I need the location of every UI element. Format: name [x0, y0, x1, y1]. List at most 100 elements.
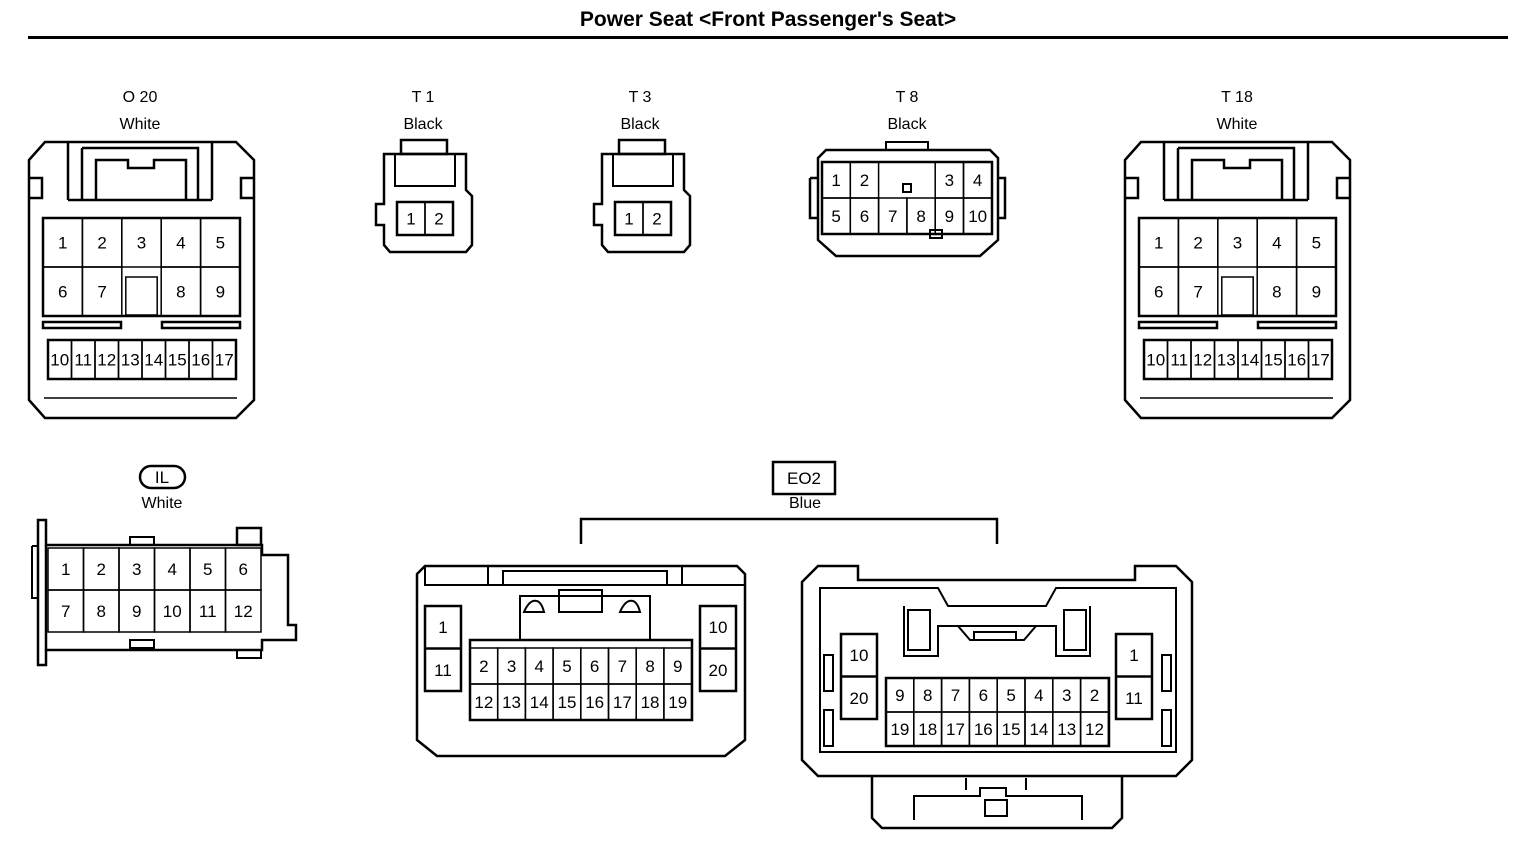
o20-pin-7-label: 7 — [97, 283, 106, 302]
eo2-l-pin-9-label: 9 — [673, 657, 682, 676]
eo2-l-pin-13-label: 13 — [502, 693, 521, 712]
t1-pin-2-label: 2 — [434, 210, 443, 229]
eo2-r-pin-10-label: 10 — [850, 646, 869, 665]
il-pin-2-label: 2 — [97, 560, 106, 579]
eo2-l-pin-20-cavity — [699, 648, 737, 692]
eo2-l-pin-14-label: 14 — [530, 693, 549, 712]
o20-pin-17-label: 17 — [215, 351, 234, 370]
eo2-r-pin-8-label: 8 — [923, 686, 932, 705]
o20-color-label: White — [119, 116, 161, 133]
t8-pin-5-label: 5 — [831, 207, 840, 226]
eo2-r-pin-15-label: 15 — [1002, 720, 1021, 739]
t8-pin-6-label: 6 — [860, 207, 869, 226]
t18-pin-9-cavity — [1295, 266, 1337, 317]
eo2-id-label: EO2 — [787, 469, 821, 488]
t1-pin-2-cavity — [424, 201, 454, 236]
o20-pin-16-label: 16 — [191, 351, 210, 370]
eo2-r-pin-12-cavity — [1079, 711, 1110, 747]
t18-pin-10-label: 10 — [1146, 351, 1165, 370]
il-pin-6-label: 6 — [239, 560, 248, 579]
t18-pin-12-label: 12 — [1193, 351, 1212, 370]
connector-o20 — [27, 140, 256, 420]
eo2-l-pin-17-label: 17 — [613, 693, 632, 712]
t3-pin-2-cavity — [642, 201, 672, 236]
eo2-color-label: Blue — [788, 495, 822, 512]
il-pin-12-label: 12 — [234, 602, 253, 621]
t18-pin-7-label: 7 — [1193, 283, 1202, 302]
eo2-l-pin-3-label: 3 — [507, 657, 516, 676]
t18-pin-17-cavity — [1307, 339, 1333, 380]
eo2-l-pin-4-label: 4 — [535, 657, 544, 676]
o20-pin-15-label: 15 — [168, 351, 187, 370]
t18-pin-11-label: 11 — [1170, 351, 1188, 370]
t8-pin-10-cavity — [962, 197, 993, 235]
o20-pin-8-label: 8 — [176, 283, 185, 302]
t8-pin-2-label: 2 — [860, 171, 869, 190]
o20-pin-2-label: 2 — [97, 234, 106, 253]
eo2-bracket — [579, 517, 999, 544]
eo2-r-pin-18-label: 18 — [918, 720, 937, 739]
il-pin-9-label: 9 — [132, 602, 141, 621]
t1-color-label: Black — [403, 116, 443, 133]
t3-pin-1-label: 1 — [624, 210, 633, 229]
t18-pin-7-cavity — [1177, 266, 1219, 317]
eo2-id-box — [771, 460, 837, 496]
o20-pin-4-label: 4 — [176, 234, 185, 253]
o20-pin-5-label: 5 — [216, 234, 225, 253]
t8-pin-10-label: 10 — [968, 207, 987, 226]
t3-id-label: T 3 — [628, 89, 652, 106]
t18-pin-9-label: 9 — [1312, 283, 1321, 302]
o20-pin-1-label: 1 — [58, 234, 67, 253]
eo2-r-pin-13-label: 13 — [1057, 720, 1076, 739]
eo2-r-pin-3-label: 3 — [1062, 686, 1071, 705]
eo2-l-pin-10-cavity — [699, 605, 737, 649]
eo2-r-pin-14-label: 14 — [1029, 720, 1048, 739]
t18-pin-6-label: 6 — [1154, 283, 1163, 302]
eo2-r-pin-11-label: 11 — [1125, 689, 1143, 708]
t3-color-label: Black — [620, 116, 660, 133]
eo2-l-pin-7-label: 7 — [618, 657, 627, 676]
eo2-l-pin-18-label: 18 — [641, 693, 660, 712]
eo2-r-pin-19-label: 19 — [890, 720, 909, 739]
t8-pin-1-label: 1 — [831, 171, 840, 190]
t18-pin-5-label: 5 — [1312, 234, 1321, 253]
t8-pin-7-label: 7 — [888, 207, 897, 226]
t8-color-label: Black — [887, 116, 927, 133]
eo2-r-pin-20-cavity — [840, 676, 878, 720]
il-id-badge — [138, 464, 187, 490]
eo2-r-pin-17-label: 17 — [946, 720, 965, 739]
eo2-r-pin-6-label: 6 — [979, 686, 988, 705]
o20-pin-14-label: 14 — [144, 351, 163, 370]
t18-pin-13-label: 13 — [1217, 351, 1236, 370]
eo2-l-pin-19-cavity — [663, 683, 693, 721]
t18-pin-3-label: 3 — [1233, 234, 1242, 253]
eo2-l-pin-10-label: 10 — [709, 618, 728, 637]
il-pin-7-label: 7 — [61, 602, 70, 621]
t18-pin-2-label: 2 — [1193, 234, 1202, 253]
il-pin-8-label: 8 — [97, 602, 106, 621]
eo2-l-pin-1-label: 1 — [438, 618, 447, 637]
il-id-label: IL — [155, 468, 169, 487]
eo2-l-pin-11-cavity — [424, 648, 462, 692]
il-pin-4-label: 4 — [168, 560, 177, 579]
eo2-l-pin-1-cavity — [424, 605, 462, 649]
eo2-l-pin-20-label: 20 — [709, 661, 728, 680]
eo2-l-pin-5-label: 5 — [562, 657, 571, 676]
t18-pin-4-label: 4 — [1272, 234, 1281, 253]
t18-pin-16-label: 16 — [1287, 351, 1306, 370]
o20-pin-10-label: 10 — [50, 351, 69, 370]
eo2-l-pin-11-label: 11 — [434, 661, 452, 680]
t1-pin-1-label: 1 — [406, 210, 415, 229]
eo2-l-pin-15-label: 15 — [557, 693, 576, 712]
eo2-r-pin-4-label: 4 — [1034, 686, 1043, 705]
o20-id-label: O 20 — [122, 89, 158, 106]
il-pin-1-label: 1 — [61, 560, 70, 579]
eo2-l-pin-6-label: 6 — [590, 657, 599, 676]
eo2-l-pin-8-label: 8 — [645, 657, 654, 676]
eo2-r-pin-11-cavity — [1115, 676, 1153, 720]
eo2-r-pin-12-label: 12 — [1085, 720, 1104, 739]
t18-blank-cavity — [1221, 276, 1254, 316]
o20-pin-7-cavity — [81, 266, 123, 317]
o20-pin-11-label: 11 — [74, 351, 92, 370]
